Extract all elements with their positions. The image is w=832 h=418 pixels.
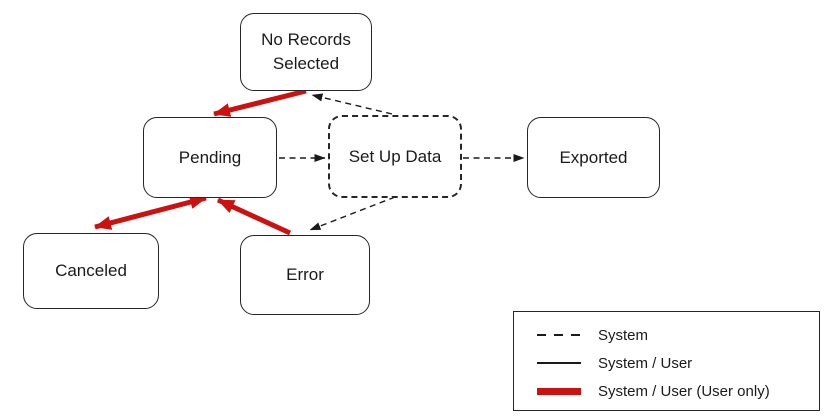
- legend-label-system-user: System / User: [598, 354, 693, 372]
- legend-row-user-only: System / User (User only): [537, 377, 819, 405]
- edge-pending-canceled-bidirectional: [94, 195, 207, 230]
- node-error: Error: [240, 235, 370, 315]
- node-pending: Pending: [143, 117, 277, 198]
- node-label-exported: Exported: [559, 147, 628, 167]
- thick-red-line-sample: [537, 387, 581, 395]
- dashed-line-sample: [537, 334, 581, 336]
- edge-no-records-to-pending: [213, 88, 307, 117]
- node-label-canceled: Canceled: [55, 261, 127, 280]
- legend-label-system: System: [598, 326, 649, 344]
- node-no-records-selected: No Records Selected: [240, 13, 372, 91]
- node-exported: Exported: [527, 117, 660, 198]
- node-canceled: Canceled: [23, 233, 159, 309]
- legend: System System / User System / User (User…: [513, 311, 820, 411]
- edge-error-to-pending: [216, 197, 292, 236]
- node-set-up-data: Set Up Data: [328, 115, 462, 198]
- node-label-error: Error: [286, 265, 324, 284]
- solid-line-sample: [537, 362, 581, 364]
- node-label-set-up-data: Set Up Data: [348, 146, 442, 166]
- edge-set-up-data-to-error: [309, 196, 396, 231]
- legend-row-system-user: System / User: [537, 349, 819, 377]
- node-label-no-records-selected: No Records Selected: [261, 30, 351, 73]
- legend-label-user-only: System / User (User only): [598, 382, 770, 400]
- edge-set-up-data-to-no-records: [311, 93, 393, 115]
- node-label-pending: Pending: [178, 147, 242, 167]
- legend-row-system: System: [537, 321, 819, 349]
